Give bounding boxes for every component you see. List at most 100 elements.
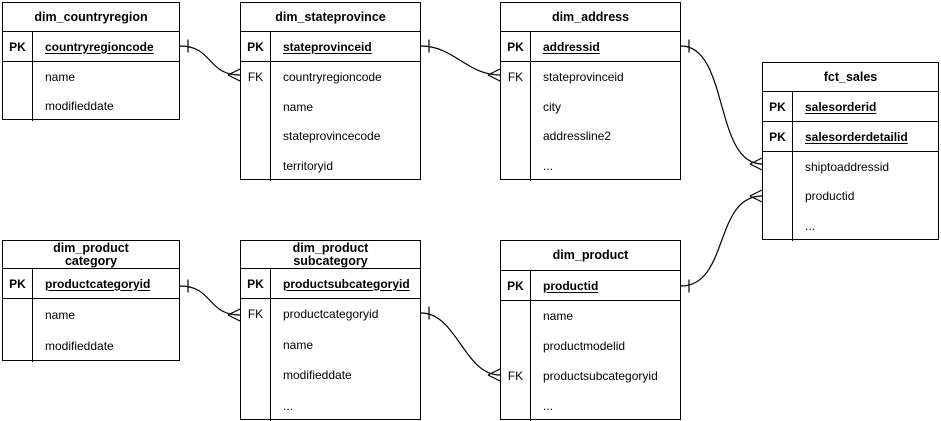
attribute-row: FK countryregioncode xyxy=(241,62,420,92)
attribute-row: name xyxy=(3,299,179,331)
entity-title: dim_product xyxy=(501,241,680,271)
column-name: name xyxy=(45,69,76,84)
pk-badge: PK xyxy=(763,122,793,151)
attribute-row: addressline2 xyxy=(501,121,680,152)
attribute-row: ... xyxy=(241,390,420,421)
column-name: name xyxy=(45,307,76,322)
column-name: productsubcategoryid xyxy=(543,369,658,383)
relation-productcategory-productsubcategory[interactable] xyxy=(179,279,241,322)
column-name: ... xyxy=(283,398,294,413)
column-name: city xyxy=(543,99,561,114)
pk-row: PK salesorderid xyxy=(763,92,938,122)
column-name: ... xyxy=(543,399,554,413)
key-badge xyxy=(241,329,271,360)
entity-title: dim_address xyxy=(501,3,680,32)
column-name: productcategoryid xyxy=(45,276,151,291)
column-name: stateprovincecode xyxy=(283,129,381,144)
attribute-row: ... xyxy=(501,391,680,421)
key-badge xyxy=(501,151,531,181)
column-name: ... xyxy=(805,219,816,234)
key-badge xyxy=(763,181,793,212)
pk-row: PK productsubcategoryid xyxy=(241,269,420,299)
entity-dim-countryregion[interactable]: dim_countryregion PK countryregioncode n… xyxy=(2,2,180,121)
attribute-row: FK productsubcategoryid xyxy=(501,361,680,391)
column-name: productid xyxy=(805,189,855,204)
entity-title: dim_product category xyxy=(3,241,179,269)
column-name: productmodelid xyxy=(543,339,626,353)
pk-row: PK stateprovinceid xyxy=(241,32,420,62)
attribute-row: name xyxy=(241,91,420,122)
column-name: countryregioncode xyxy=(45,39,154,54)
column-name: name xyxy=(543,309,574,323)
attribute-row: ... xyxy=(501,151,680,181)
pk-badge: PK xyxy=(3,32,33,61)
column-name: modifieddate xyxy=(283,368,352,383)
attribute-row: stateprovincecode xyxy=(241,121,420,152)
column-name: modifieddate xyxy=(45,339,114,354)
entity-fct-sales[interactable]: fct_sales PK salesorderid PK salesorderd… xyxy=(762,62,939,241)
column-name: productid xyxy=(543,278,599,293)
column-name: territoryid xyxy=(283,159,334,174)
entity-dim-productsubcategory[interactable]: dim_product subcategory PK productsubcat… xyxy=(240,240,421,421)
key-badge xyxy=(241,91,271,122)
entity-dim-address[interactable]: dim_address PK addressid FK stateprovinc… xyxy=(500,2,681,181)
key-badge xyxy=(241,390,271,421)
attribute-row: name xyxy=(241,329,420,360)
attribute-row: modifieddate xyxy=(3,91,179,121)
pk-row: PK productid xyxy=(501,271,680,301)
key-badge xyxy=(3,330,33,362)
column-name: stateprovinceid xyxy=(283,39,372,54)
entity-title: dim_stateprovince xyxy=(241,3,420,32)
entity-title: dim_product subcategory xyxy=(241,241,420,269)
key-badge xyxy=(501,301,531,331)
attribute-row: modifieddate xyxy=(241,360,420,391)
column-name: stateprovinceid xyxy=(543,69,624,84)
key-badge xyxy=(763,211,793,241)
attribute-row: shiptoaddressid xyxy=(763,152,938,182)
entity-title: fct_sales xyxy=(763,63,938,92)
attribute-row: productid xyxy=(763,181,938,212)
attribute-row: FK productcategoryid xyxy=(241,299,420,330)
column-name: name xyxy=(283,99,314,114)
key-badge xyxy=(3,62,33,92)
key-badge xyxy=(241,151,271,181)
pk-row: PK addressid xyxy=(501,32,680,62)
pk-row: PK countryregioncode xyxy=(3,32,179,62)
relation-productsubcategory-product[interactable] xyxy=(420,306,501,382)
pk-badge: PK xyxy=(241,269,271,298)
entity-dim-productcategory[interactable]: dim_product category PK productcategoryi… xyxy=(2,240,180,362)
column-name: addressid xyxy=(543,39,600,54)
column-name: name xyxy=(283,337,314,352)
relation-countryregion-stateprovince[interactable] xyxy=(179,39,241,82)
pk-badge: PK xyxy=(501,32,531,61)
pk-row: PK salesorderdetailid xyxy=(763,122,938,152)
fk-badge: FK xyxy=(241,299,271,330)
column-name: productcategoryid xyxy=(283,307,379,322)
relation-stateprovince-address[interactable] xyxy=(420,39,501,82)
pk-badge: PK xyxy=(501,271,531,300)
fk-badge: FK xyxy=(501,62,531,92)
column-name: ... xyxy=(543,159,554,174)
relation-product-sales[interactable] xyxy=(680,189,763,293)
entity-dim-stateprovince[interactable]: dim_stateprovince PK stateprovinceid FK … xyxy=(240,2,421,181)
key-badge xyxy=(241,360,271,391)
attribute-row: name xyxy=(501,301,680,331)
pk-row: PK productcategoryid xyxy=(3,269,179,299)
relation-address-sales[interactable] xyxy=(680,39,763,171)
entity-dim-product[interactable]: dim_product PK productid name productmod… xyxy=(500,240,681,421)
key-badge xyxy=(501,331,531,361)
column-name: addressline2 xyxy=(543,129,612,144)
attribute-row: ... xyxy=(763,211,938,241)
pk-badge: PK xyxy=(3,269,33,298)
column-name: countryregioncode xyxy=(283,69,382,84)
key-badge xyxy=(3,91,33,121)
attribute-row: FK stateprovinceid xyxy=(501,62,680,92)
fk-badge: FK xyxy=(241,62,271,92)
column-name: salesorderdetailid xyxy=(805,129,908,144)
key-badge xyxy=(501,391,531,421)
key-badge xyxy=(501,121,531,152)
key-badge xyxy=(241,121,271,152)
attribute-row: modifieddate xyxy=(3,330,179,362)
column-name: salesorderid xyxy=(805,99,877,114)
